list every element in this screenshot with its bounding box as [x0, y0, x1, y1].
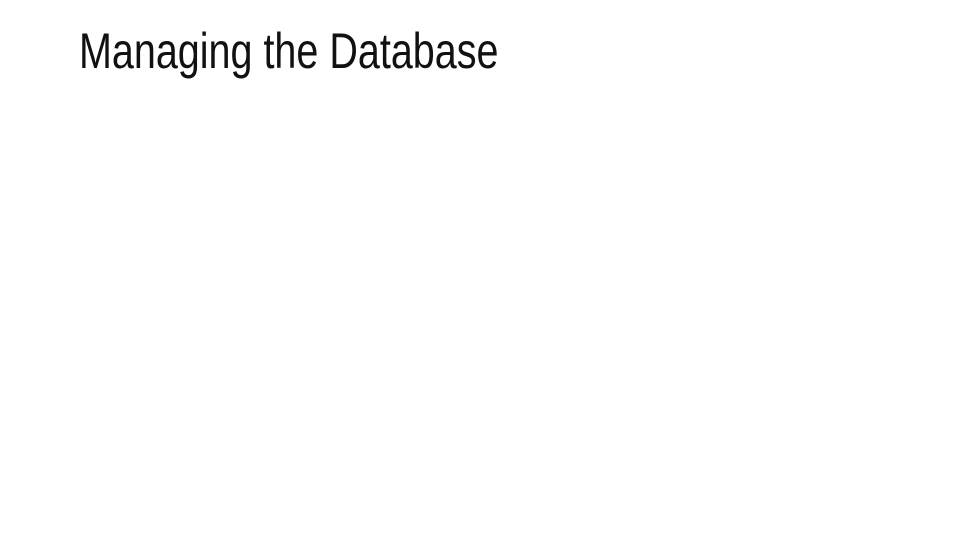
slide-title: Managing the Database: [79, 23, 499, 79]
